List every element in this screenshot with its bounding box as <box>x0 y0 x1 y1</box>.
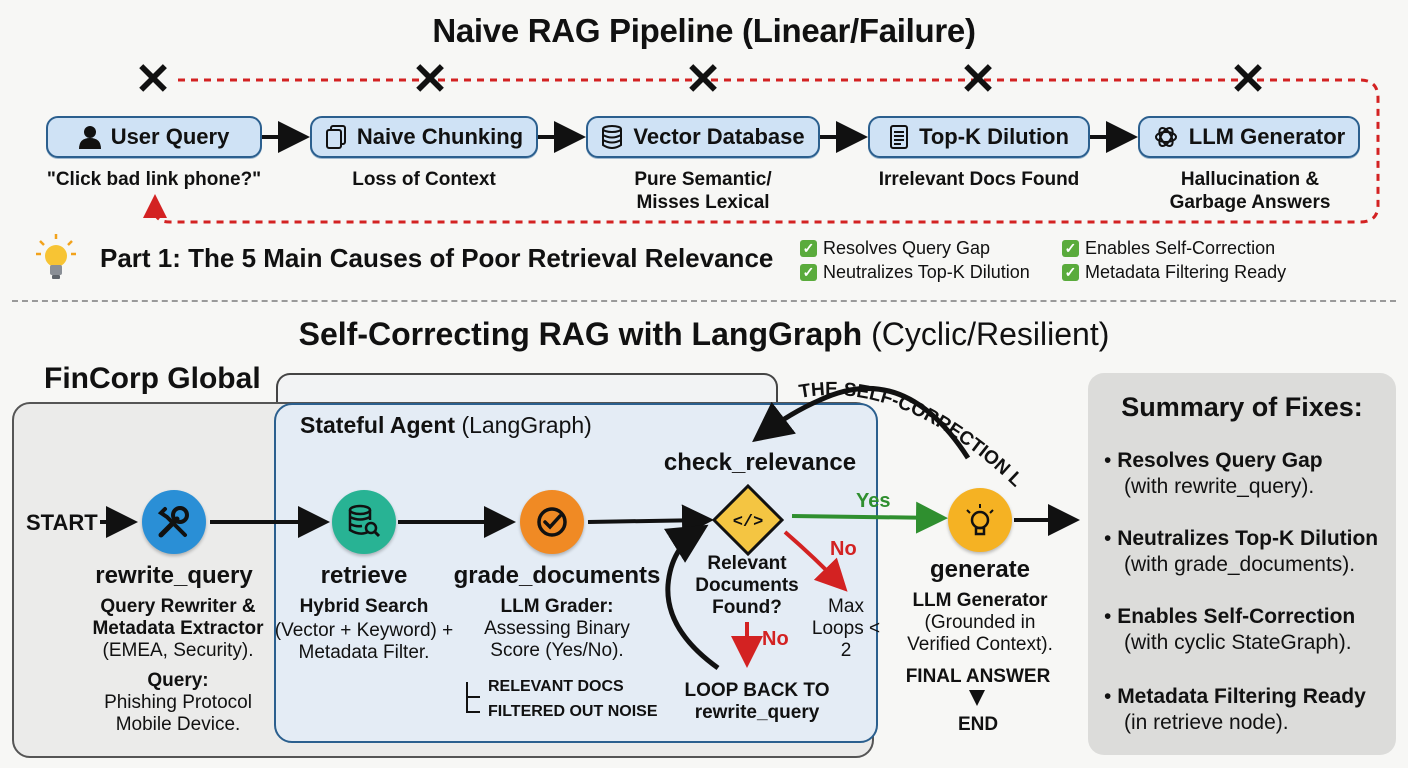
retrieve-node-name: retrieve <box>320 562 408 589</box>
stage-user-query: User Query <box>46 116 262 158</box>
checkbox-icon: ✓ <box>800 264 817 281</box>
final-answer-label: FINAL ANSWER <box>905 666 1051 687</box>
rewrite-node-name: rewrite_query <box>95 562 253 589</box>
end-label: END <box>957 714 999 735</box>
summary-item: • Metadata Filtering Ready <box>1104 685 1366 708</box>
stage-caption: Loss of Context <box>352 169 496 190</box>
failure-x-icon: ✕ <box>411 55 449 104</box>
summary-panel <box>1088 373 1396 755</box>
lightbulb-icon <box>36 234 76 279</box>
stage-llm-generator: LLM Generator <box>1138 116 1360 158</box>
generate-node-desc-bold: LLM Generator <box>912 590 1048 611</box>
stage-label: Vector Database <box>633 124 805 149</box>
checkbox-icon: ✓ <box>1062 264 1079 281</box>
generate-node-desc: (Grounded in Verified Context). <box>907 612 1053 655</box>
summary-item: • Neutralizes Top-K Dilution <box>1104 527 1379 550</box>
summary-item-sub: (in retrieve node). <box>1124 711 1289 734</box>
check-item: ✓Metadata Filtering Ready <box>1062 262 1286 283</box>
person-icon <box>78 126 101 149</box>
grade-node-desc-bold: LLM Grader: <box>500 596 614 617</box>
grade-node-name: grade_documents <box>453 562 661 589</box>
check-node-name: check_relevance <box>663 449 857 476</box>
summary-item-sub: (with grade_documents). <box>1124 553 1356 576</box>
failure-x-icon: ✕ <box>959 55 997 104</box>
loop-label: THE SELF-CORRECTION LOOP <box>0 300 1027 491</box>
documents-icon <box>325 125 346 149</box>
grade-node <box>520 490 584 554</box>
grade-output-noise: FILTERED OUT NOISE <box>488 703 658 720</box>
retrieve-node-desc: (Vector + Keyword) + Metadata Filter. <box>274 620 454 663</box>
agent-title: Stateful Agent (LangGraph) <box>300 412 592 438</box>
document-list-icon <box>890 125 909 149</box>
check-circle-icon <box>537 507 567 537</box>
failure-loop-line <box>143 78 1380 224</box>
naive-pipeline-connectors <box>143 78 1380 224</box>
check-item: ✓Neutralizes Top-K Dilution <box>800 262 1030 283</box>
stage-label: LLM Generator <box>1188 124 1346 149</box>
check-item: ✓Enables Self-Correction <box>1062 238 1275 259</box>
rewrite-query-label: Query: <box>147 670 209 691</box>
rewrite-query-value: Phishing Protocol Mobile Device. <box>104 692 252 735</box>
rewrite-node <box>142 490 206 554</box>
summary-item: • Enables Self-Correction <box>1104 605 1356 628</box>
summary-item: • Resolves Query Gap <box>1104 449 1323 472</box>
stage-label: Top-K Dilution <box>919 124 1069 149</box>
generate-node <box>948 488 1012 552</box>
max-loops-label: Max Loops < 2 <box>811 596 881 661</box>
loop-back-label: LOOP BACK TO rewrite_query <box>684 680 830 723</box>
decision-diamond: </> <box>712 484 784 556</box>
summary-item-sub: (with rewrite_query). <box>1124 475 1315 498</box>
rewrite-node-desc: (EMEA, Security). <box>102 640 254 661</box>
stage-vector-database: Vector Database <box>586 116 820 158</box>
code-icon: </> <box>733 513 764 532</box>
stage-caption: Pure Semantic/ Misses Lexical <box>634 169 772 213</box>
failure-x-icon: ✕ <box>134 55 172 104</box>
agent-flow-connectors: THE SELF-CORRECTION LOOP <box>0 300 1080 713</box>
retrieve-node <box>332 490 396 554</box>
langgraph-title: Self-Correcting RAG with LangGraph (Cycl… <box>298 316 1110 352</box>
grade-output-relevant: RELEVANT DOCS <box>488 678 624 695</box>
rewrite-node-desc-bold: Query Rewriter & Metadata Extractor <box>92 596 264 639</box>
part1-heading: Part 1: The 5 Main Causes of Poor Retrie… <box>100 243 774 273</box>
stage-caption: "Click bad link phone?" <box>46 169 262 190</box>
no-label-loop-back: No <box>762 628 789 650</box>
check-question: Relevant Documents Found? <box>695 553 799 618</box>
org-name: FinCorp Global <box>44 362 261 395</box>
generate-node-name: generate <box>929 556 1031 583</box>
failure-x-icon: ✕ <box>684 55 722 104</box>
database-search-icon <box>348 504 381 538</box>
lightbulb-icon <box>966 504 994 536</box>
check-item: ✓Resolves Query Gap <box>800 238 990 259</box>
stage-caption: Irrelevant Docs Found <box>878 169 1080 190</box>
section-divider <box>12 300 1396 302</box>
no-label-max-loops: No <box>830 538 857 560</box>
naive-pipeline-title: Naive RAG Pipeline (Linear/Failure) <box>432 12 976 49</box>
failure-x-icon: ✕ <box>1229 55 1267 104</box>
stage-top-k-dilution: Top-K Dilution <box>868 116 1090 158</box>
yes-label: Yes <box>856 490 891 512</box>
database-icon <box>602 125 623 149</box>
start-label: START <box>26 510 98 535</box>
agent-panel <box>274 403 878 743</box>
stage-naive-chunking: Naive Chunking <box>310 116 538 158</box>
checkbox-icon: ✓ <box>800 240 817 257</box>
grade-node-desc: Assessing Binary Score (Yes/No). <box>484 618 630 661</box>
stage-caption: Hallucination & Garbage Answers <box>1169 169 1331 213</box>
stage-label: User Query <box>110 124 230 149</box>
summary-title: Summary of Fixes: <box>1121 392 1363 422</box>
summary-item-sub: (with cyclic StateGraph). <box>1124 631 1352 654</box>
checkbox-icon: ✓ <box>1062 240 1079 257</box>
retrieve-node-desc-bold: Hybrid Search <box>299 596 429 617</box>
openai-knot-icon <box>1154 126 1177 148</box>
stage-label: Naive Chunking <box>356 124 524 149</box>
tools-icon <box>157 506 189 538</box>
